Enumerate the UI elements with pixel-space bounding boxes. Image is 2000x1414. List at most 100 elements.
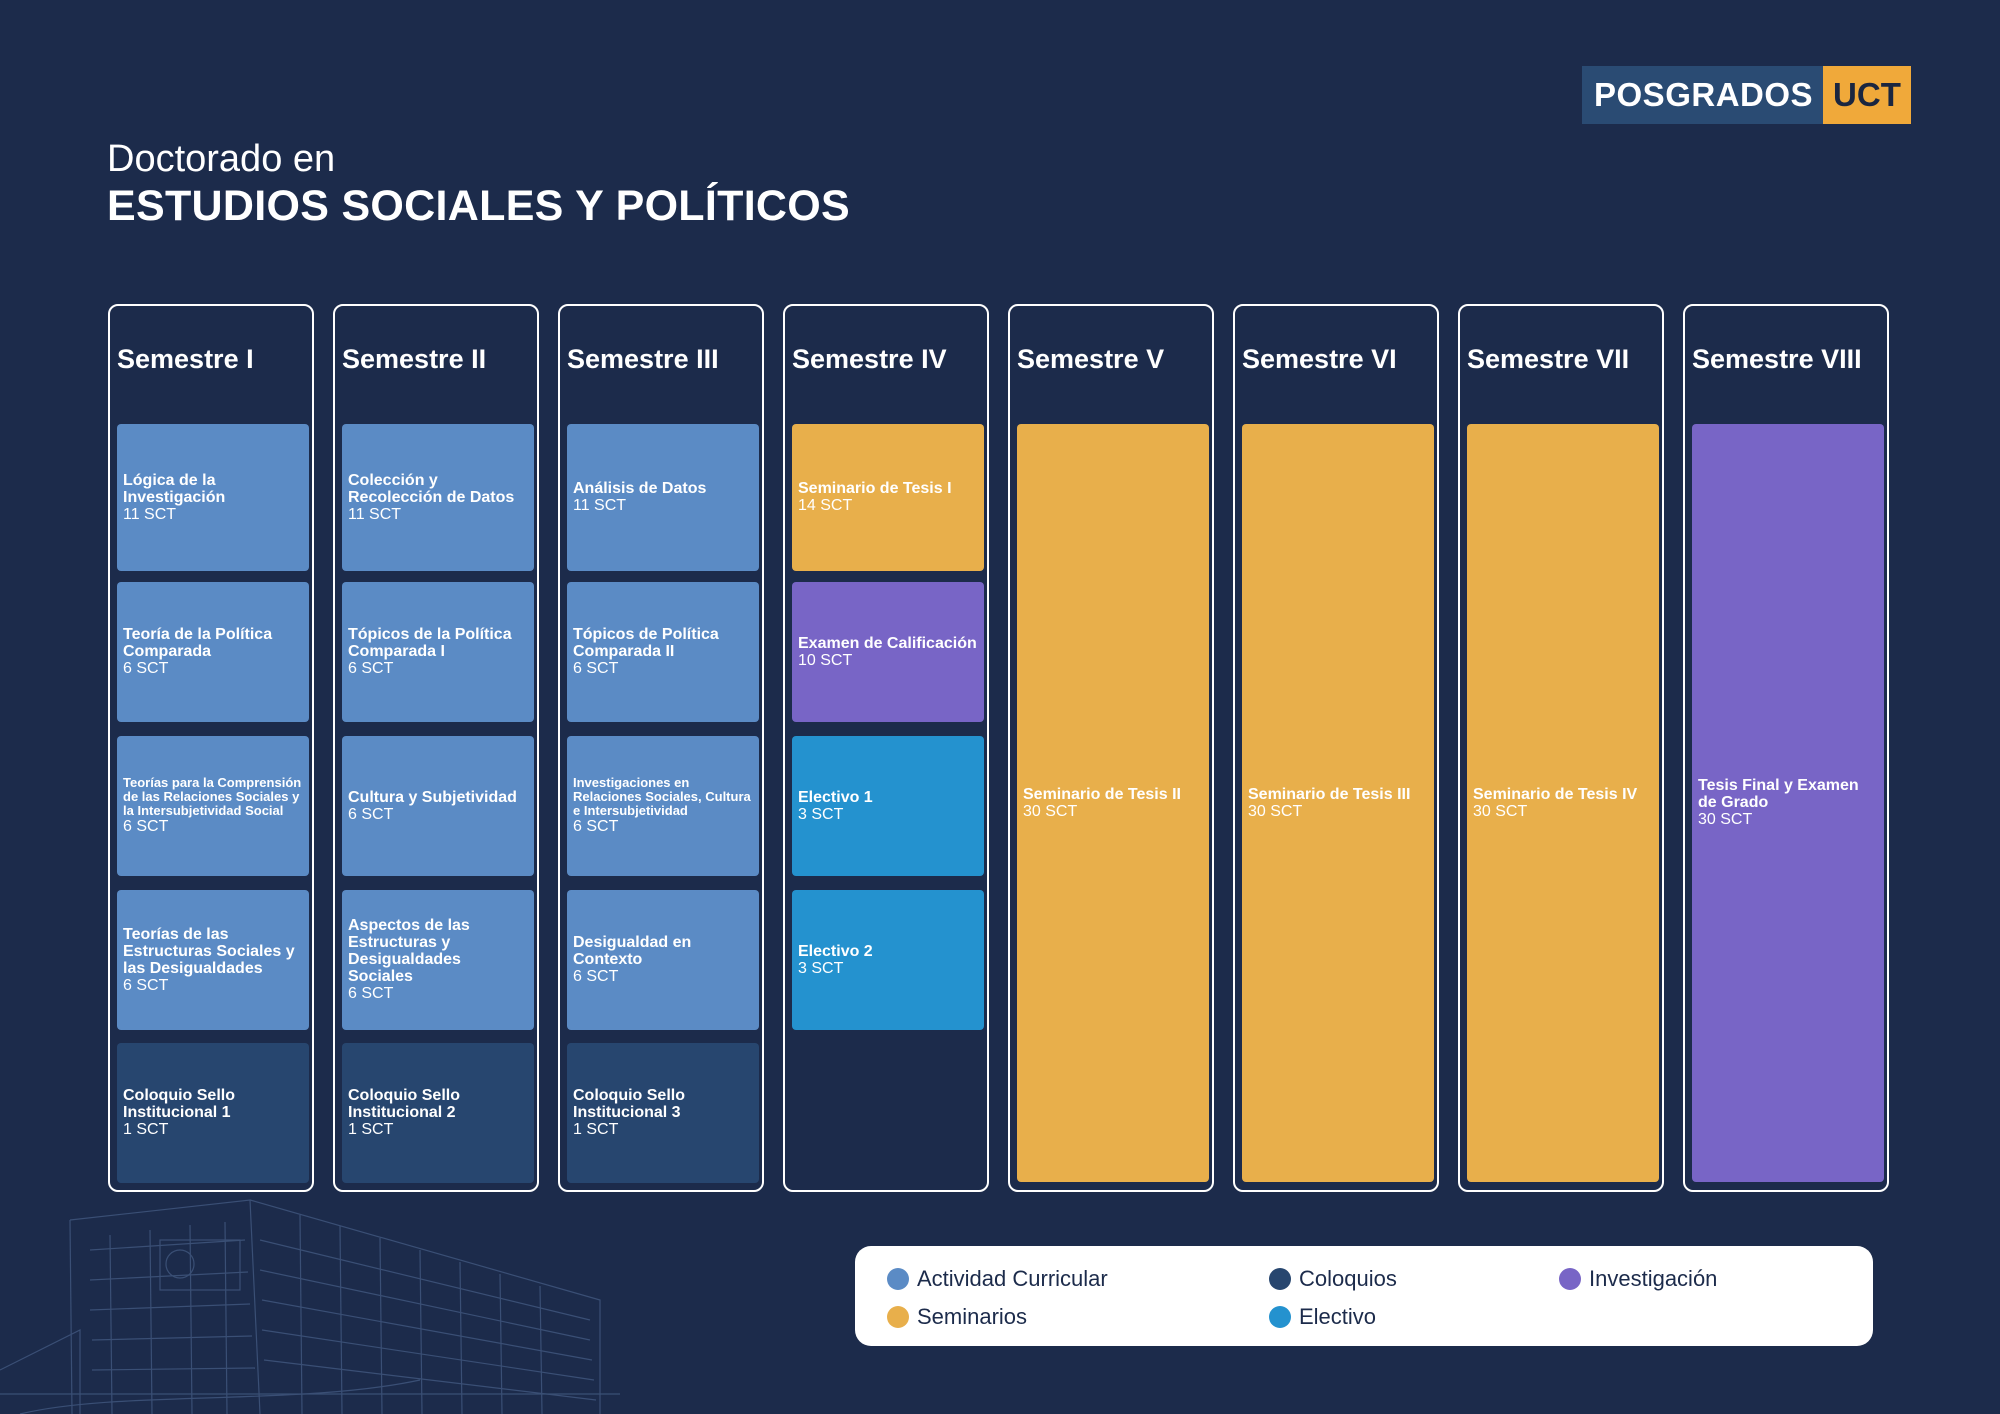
course-credits: 30 SCT [1023,802,1078,820]
course-credits: 6 SCT [348,660,394,677]
course-name: Colección y Recolección de Datos [348,471,515,506]
course-name: Examen de Calificación [798,634,977,652]
course-name: Coloquio Sello Institucional 1 [123,1087,235,1121]
course-name: Aspectos de las Estructuras y Desigualda… [348,917,470,985]
course-credits: 1 SCT [573,1121,619,1138]
course-name: Coloquio Sello Institucional 3 [573,1087,685,1121]
course-name: Seminario de Tesis I [798,480,952,497]
semester-header: Semestre IV [792,344,947,374]
posgrados-uct-logo: POSGRADOS UCT [1582,66,1911,124]
course-name: Desigualdad en Contexto [573,934,692,968]
course-credits: 11 SCT [573,497,627,514]
course-card: Teorías de las Estructuras Sociales y la… [117,890,309,1030]
course-credits: 6 SCT [348,985,394,1002]
course-name: Tesis Final y Examen de Grado [1698,777,1859,811]
course-card: Teorías para la Comprensión de las Relac… [117,736,309,876]
semester-header: Semestre III [567,344,719,374]
course-name: Teoría de la Política Comparada [123,626,273,660]
legend-item: Investigación [1559,1266,1717,1292]
course-credits: 10 SCT [798,651,853,669]
legend-color-dot [887,1306,909,1328]
course-name: Cultura y Subjetividad [348,788,517,806]
legend-color-dot [1269,1268,1291,1290]
course-credits: 3 SCT [798,959,844,977]
legend-color-dot [1559,1268,1581,1290]
course-credits: 14 SCT [798,497,853,514]
legend-item: Actividad Curricular [887,1266,1108,1292]
course-name: Electivo 2 [798,942,873,960]
program-subtitle: Doctorado en [107,138,336,180]
course-name: Seminario de Tesis III [1248,785,1411,803]
course-name: Tópicos de Política Comparada II [573,626,719,660]
semester-column: Semestre II Colección y Recolección de Da… [333,304,539,1192]
course-credits: 6 SCT [123,818,169,835]
course-name: Teorías para la Comprensión de las Relac… [123,775,302,818]
legend-label: Actividad Curricular [917,1266,1108,1291]
legend: Actividad Curricular Coloquios Investigaci… [855,1246,1873,1346]
semester-header: Semestre VII [1467,344,1630,374]
legend-item: Seminarios [887,1304,1027,1330]
semester-column: Semestre VIII Tesis Final y Examen de Gra… [1683,304,1889,1192]
course-credits: 1 SCT [123,1121,169,1138]
semester-header: Semestre VIII [1692,344,1862,374]
course-credits: 6 SCT [573,818,619,835]
course-card: Investigaciones en Relaciones Sociales, … [567,736,759,876]
course-name: Teorías de las Estructuras Sociales y la… [123,925,295,977]
course-name: Análisis de Datos [573,480,707,497]
course-credits: 6 SCT [123,976,169,994]
course-credits: 6 SCT [348,805,394,823]
legend-label: Seminarios [917,1304,1028,1329]
brand-right: UCT [1823,66,1911,124]
legend-color-dot [887,1268,909,1290]
legend-label: Coloquios [1299,1266,1397,1291]
course-name: Electivo 1 [798,788,873,806]
course-name: Seminario de Tesis IV [1473,785,1638,803]
course-name: Tópicos de la Política Comparada I [348,626,512,660]
course-credits: 11 SCT [348,505,402,523]
course-credits: 1 SCT [348,1121,394,1138]
brand-left: POSGRADOS [1582,66,1824,124]
legend-label: Electivo [1299,1304,1377,1329]
course-credits: 30 SCT [1248,802,1303,820]
course-credits: 6 SCT [573,660,619,677]
campus-building-illustration [0,1199,620,1414]
legend-label: Investigación [1589,1266,1718,1291]
course-credits: 6 SCT [573,968,619,985]
legend-item: Coloquios [1269,1266,1397,1292]
course-name: Investigaciones en Relaciones Sociales, … [573,775,751,818]
course-credits: 30 SCT [1698,811,1753,828]
course-credits: 3 SCT [798,805,844,823]
semester-header: Semestre I [117,344,254,374]
semester-header: Semestre VI [1242,344,1397,374]
semester-header: Semestre II [342,344,487,374]
course-card: Aspectos de las Estructuras y Desigualda… [342,890,534,1030]
course-name: Seminario de Tesis II [1023,785,1181,803]
legend-item: Electivo [1269,1304,1376,1330]
course-name: Lógica de la Investigación [123,471,226,506]
